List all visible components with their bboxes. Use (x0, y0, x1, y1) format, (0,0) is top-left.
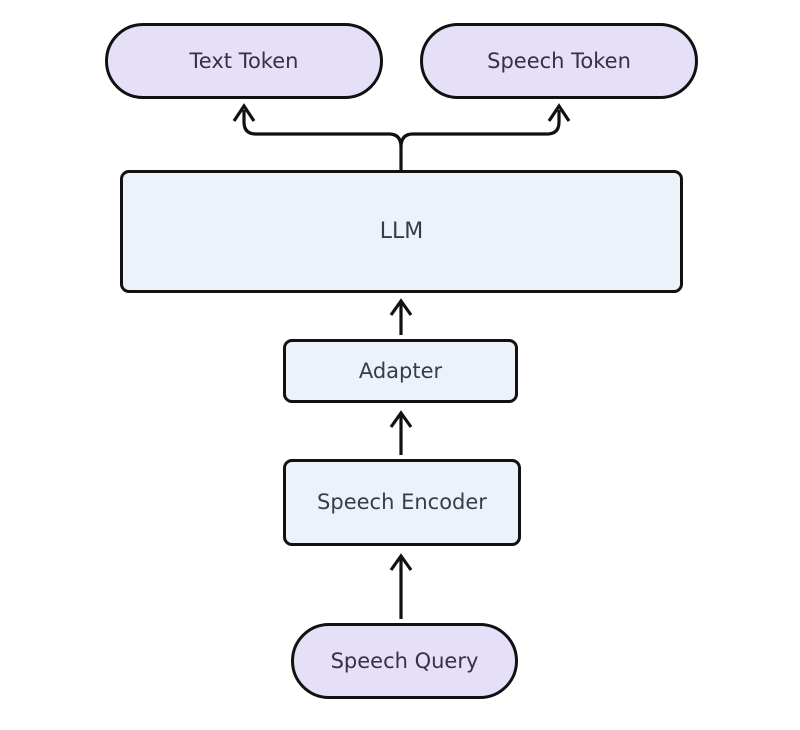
arrow-speech-encoder-to-adapter (389, 410, 413, 455)
node-adapter: Adapter (283, 339, 518, 403)
node-adapter-label: Adapter (358, 358, 443, 383)
node-llm-label: LLM (379, 218, 424, 244)
arrow-speech-query-to-speech-encoder (389, 553, 413, 619)
node-text-token: Text Token (105, 23, 383, 99)
node-speech-token-label: Speech Token (487, 48, 631, 73)
node-speech-query-label: Speech Query (330, 648, 479, 673)
node-speech-token: Speech Token (420, 23, 698, 99)
node-text-token-label: Text Token (189, 48, 299, 73)
node-speech-encoder-label: Speech Encoder (317, 490, 487, 514)
node-speech-encoder: Speech Encoder (283, 459, 521, 546)
arrow-llm-to-speech-token (399, 103, 571, 148)
arrow-adapter-to-llm (389, 298, 413, 335)
node-llm: LLM (120, 170, 683, 293)
arrow-llm-to-text-token (232, 103, 403, 170)
node-speech-query: Speech Query (291, 623, 518, 699)
